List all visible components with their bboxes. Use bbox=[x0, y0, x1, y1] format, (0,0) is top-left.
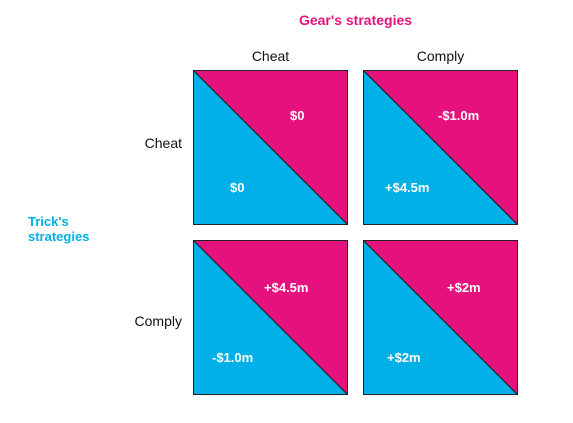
cell-triangles bbox=[194, 241, 347, 394]
gear-payoff-cheat-cheat: $0 bbox=[290, 108, 305, 123]
trick-payoff-cheat-comply: +$4.5m bbox=[385, 180, 430, 195]
cell-diagonal bbox=[364, 241, 517, 394]
gear-payoff-cheat-comply: -$1.0m bbox=[438, 108, 480, 123]
row-label-cheat: Cheat bbox=[144, 135, 182, 151]
payoff-cell-comply-comply bbox=[363, 240, 518, 395]
cell-diagonal bbox=[364, 71, 517, 224]
gear-payoff-comply-cheat: +$4.5m bbox=[264, 280, 309, 295]
column-player-title: Gear's strategies bbox=[298, 12, 413, 28]
payoff-cell-comply-cheat bbox=[193, 240, 348, 395]
payoff-cell-cheat-cheat bbox=[193, 70, 348, 225]
cell-triangles bbox=[364, 71, 517, 224]
cell-triangles bbox=[364, 241, 517, 394]
row-player-title: Trick's strategies bbox=[28, 214, 89, 244]
cell-diagonal bbox=[194, 71, 347, 224]
trick-payoff-cheat-cheat: $0 bbox=[230, 180, 245, 195]
payoff-cell-cheat-comply bbox=[363, 70, 518, 225]
row-player-title-line-1: Trick's bbox=[28, 214, 69, 229]
row-label-comply: Comply bbox=[134, 313, 182, 329]
row-player-title-line-2: strategies bbox=[28, 229, 90, 244]
column-label-comply: Comply bbox=[416, 48, 465, 64]
column-label-cheat: Cheat bbox=[251, 48, 290, 64]
gear-payoff-comply-comply: +$2m bbox=[447, 280, 481, 295]
cell-triangles bbox=[194, 71, 347, 224]
trick-payoff-comply-cheat: -$1.0m bbox=[212, 350, 254, 365]
trick-payoff-comply-comply: +$2m bbox=[387, 350, 421, 365]
cell-diagonal bbox=[194, 241, 347, 394]
